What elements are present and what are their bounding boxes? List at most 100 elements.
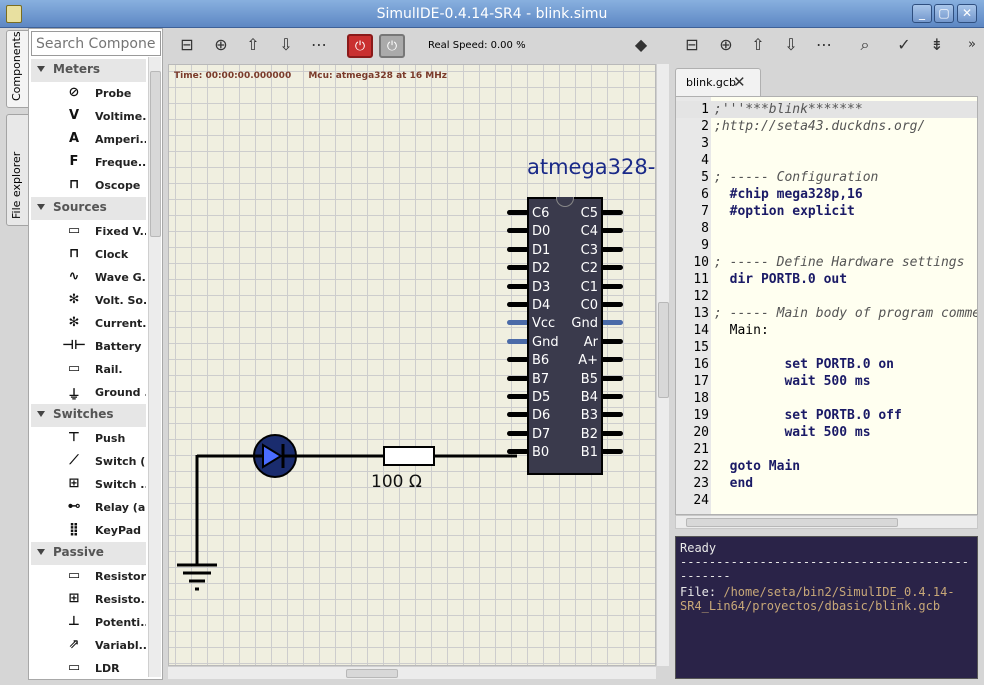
new-circuit-button[interactable]: ⊟: [180, 35, 194, 54]
chip-pin[interactable]: [601, 302, 623, 307]
chip-pin[interactable]: [601, 228, 623, 234]
new-file-button[interactable]: ⊕: [214, 35, 228, 54]
chip-pin[interactable]: [601, 283, 623, 289]
component-item[interactable]: ⇗Variabl...: [31, 634, 146, 657]
component-item[interactable]: ⊓Clock: [31, 243, 146, 266]
component-item[interactable]: ▭Resistor: [31, 565, 146, 588]
scrollbar-thumb[interactable]: [686, 518, 898, 527]
save-as-file-button[interactable]: ⋯: [816, 35, 832, 54]
output-file-label: File:: [680, 585, 724, 599]
led-component[interactable]: [243, 434, 303, 478]
minimize-button[interactable]: _: [912, 4, 932, 23]
chip-pin[interactable]: [507, 210, 529, 215]
code-editor[interactable]: 1;'''***blink*******2;http://seta43.duck…: [675, 96, 978, 515]
chip-pin[interactable]: [507, 228, 529, 234]
editor-toolbar: ⊟ ⊕ ⇧ ⇩ ⋯ ⌕ ✓ ⇟ »: [675, 30, 984, 62]
save-as-button[interactable]: ⋯: [311, 35, 327, 54]
open-file-button[interactable]: ⇧: [751, 35, 765, 54]
find-replace-icon[interactable]: ⌕: [860, 35, 870, 54]
chip-pin[interactable]: [507, 412, 529, 418]
component-item[interactable]: ⊤Push: [31, 427, 146, 450]
upload-icon[interactable]: ⇟: [930, 35, 944, 54]
scrollbar-thumb[interactable]: [150, 71, 161, 237]
chip-pin[interactable]: [507, 449, 529, 455]
component-item[interactable]: ⊞Switch ...: [31, 473, 146, 496]
component-item-label: Voltime...: [95, 110, 146, 123]
tab-components[interactable]: Components: [6, 30, 29, 108]
editor-tab-bar: blink.gcb ✕: [675, 66, 977, 96]
component-item[interactable]: ⏚Ground ...: [31, 381, 146, 404]
chip-pin[interactable]: [601, 246, 623, 252]
chip-pin[interactable]: [507, 283, 529, 289]
ground-symbol[interactable]: [177, 549, 217, 591]
chip-pin[interactable]: [507, 320, 529, 326]
pause-button[interactable]: ⏻: [379, 34, 405, 58]
chip-pin[interactable]: [507, 430, 529, 436]
splitter-handle[interactable]: [675, 530, 978, 535]
chip-pin[interactable]: [601, 265, 623, 271]
component-item[interactable]: ⊷Relay (all): [31, 496, 147, 519]
component-item[interactable]: ⊓Oscope: [31, 174, 146, 197]
close-tab-icon[interactable]: ✕: [733, 73, 746, 91]
category-sources[interactable]: Sources: [31, 197, 146, 220]
more-tools-icon[interactable]: »: [968, 37, 976, 52]
open-button[interactable]: ⇧: [246, 35, 260, 54]
maximize-button[interactable]: ▢: [934, 4, 954, 23]
chip-pin[interactable]: [507, 357, 529, 363]
chip-pin[interactable]: [601, 338, 623, 344]
components-scrollbar[interactable]: [148, 57, 161, 677]
power-button[interactable]: ⏻: [347, 34, 373, 58]
component-item[interactable]: ▭LDR: [31, 657, 146, 679]
scrollbar-thumb[interactable]: [658, 302, 669, 398]
chip-pin[interactable]: [507, 394, 529, 399]
canvas-hscrollbar[interactable]: [168, 666, 656, 679]
close-button[interactable]: ✕: [957, 4, 977, 23]
chip-pin[interactable]: [601, 357, 623, 363]
chip-pin[interactable]: [507, 246, 529, 252]
new-file-button[interactable]: ⊕: [719, 35, 733, 54]
chip-pin[interactable]: [507, 338, 529, 344]
chip-pin[interactable]: [601, 430, 623, 436]
info-icon[interactable]: ◆: [634, 35, 648, 54]
tab-blink-gcb[interactable]: blink.gcb ✕: [675, 68, 761, 96]
chip-pin[interactable]: [507, 302, 529, 307]
component-item[interactable]: ✻Current...: [31, 312, 146, 335]
save-file-button[interactable]: ⇩: [784, 35, 798, 54]
chip-pin[interactable]: [601, 412, 623, 418]
circuit-canvas[interactable]: Time: 00:00:00.000000 Mcu: atmega328 at …: [168, 64, 656, 666]
component-item[interactable]: ⣿KeyPad: [31, 519, 146, 542]
chip-pin[interactable]: [601, 375, 623, 381]
component-item[interactable]: ✻Volt. So...: [31, 289, 146, 312]
new-editor-button[interactable]: ⊟: [685, 35, 699, 54]
component-item[interactable]: ⊥Potenti...: [31, 611, 146, 634]
component-item[interactable]: ∿Wave G...: [31, 266, 146, 289]
component-item[interactable]: ▭Rail.: [31, 358, 146, 381]
chip-pin[interactable]: [601, 449, 623, 455]
scrollbar-thumb[interactable]: [346, 669, 398, 678]
compile-check-icon[interactable]: ✓: [897, 35, 911, 54]
search-input[interactable]: [31, 31, 161, 56]
editor-hscrollbar[interactable]: [675, 515, 978, 529]
save-button[interactable]: ⇩: [279, 35, 293, 54]
chip-pin[interactable]: [507, 375, 529, 381]
component-item[interactable]: ⊘Probe: [31, 82, 146, 105]
chip-pin[interactable]: [601, 320, 623, 326]
canvas-vscrollbar[interactable]: [656, 64, 669, 666]
chip-pin[interactable]: [601, 210, 623, 215]
chip-pin[interactable]: [601, 394, 623, 399]
tab-file-explorer[interactable]: File explorer: [6, 114, 29, 226]
category-switches[interactable]: Switches: [31, 404, 146, 427]
component-item[interactable]: ▭Fixed V...: [31, 220, 146, 243]
component-item[interactable]: ⊞Resisto...: [31, 588, 146, 611]
component-item[interactable]: ⟋Switch (...: [31, 450, 146, 473]
component-item[interactable]: ⊣⊢Battery: [31, 335, 146, 358]
code-text: set PORTB.0 off: [714, 408, 902, 423]
category-passive[interactable]: Passive: [31, 542, 146, 565]
category-meters[interactable]: Meters: [31, 59, 146, 82]
resistor-component[interactable]: [383, 446, 435, 466]
chip-pin[interactable]: [507, 265, 529, 271]
